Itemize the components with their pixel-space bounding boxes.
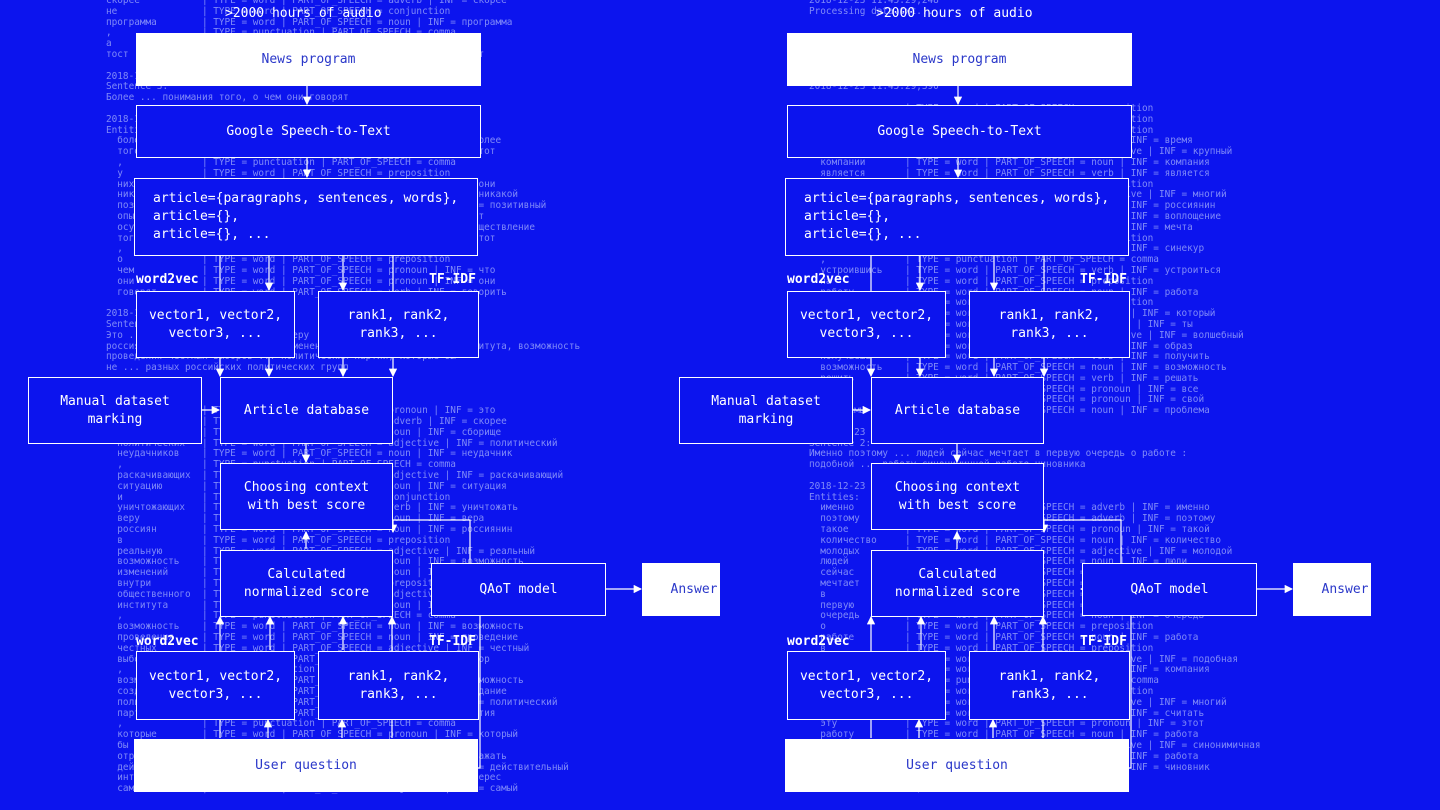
answer-box: Answer xyxy=(1293,563,1371,616)
diagram-panel-left: скорее | TYPE = word | PART_OF_SPEECH = … xyxy=(28,0,720,794)
manual-dataset-marking-box: Manual dataset marking xyxy=(679,377,853,444)
tfidf-ranks-box-bottom: rank1, rank2, rank3, ... xyxy=(969,651,1130,720)
audio-hours-header: >2000 hours of audio xyxy=(876,6,1033,21)
article-structure-box: article={paragraphs, sentences, words}, … xyxy=(785,178,1129,256)
word2vec-label-top: word2vec xyxy=(136,272,199,287)
news-program-box: News program xyxy=(136,33,481,86)
tfidf-label-bottom: TF-IDF xyxy=(429,634,476,649)
word2vec-vectors-box-bottom: vector1, vector2, vector3, ... xyxy=(136,651,295,720)
tfidf-label-bottom: TF-IDF xyxy=(1080,634,1127,649)
audio-hours-header: >2000 hours of audio xyxy=(225,6,382,21)
calculated-score-box: Calculated normalized score xyxy=(871,550,1044,617)
speech-to-text-box: Google Speech-to-Text xyxy=(787,105,1132,158)
word2vec-label-bottom: word2vec xyxy=(136,634,199,649)
tfidf-ranks-box-top: rank1, rank2, rank3, ... xyxy=(969,291,1130,358)
user-question-box: User question xyxy=(134,739,478,792)
calculated-score-box: Calculated normalized score xyxy=(220,550,393,617)
article-database-box: Article database xyxy=(871,377,1044,444)
choosing-context-box: Choosing context with best score xyxy=(871,463,1044,530)
word2vec-label-top: word2vec xyxy=(787,272,850,287)
choosing-context-box: Choosing context with best score xyxy=(220,463,393,530)
word2vec-label-bottom: word2vec xyxy=(787,634,850,649)
answer-box: Answer xyxy=(642,563,720,616)
speech-to-text-box: Google Speech-to-Text xyxy=(136,105,481,158)
diagram-panel-right: 2018-12-23 11:45:29,248 Processing data.… xyxy=(651,0,1371,810)
qaot-model-box: QAoT model xyxy=(431,563,606,616)
article-structure-box: article={paragraphs, sentences, words}, … xyxy=(134,178,478,256)
word2vec-vectors-box-top: vector1, vector2, vector3, ... xyxy=(787,291,946,358)
qaot-model-box: QAoT model xyxy=(1082,563,1257,616)
tfidf-label-top: TF-IDF xyxy=(1080,272,1127,287)
tfidf-label-top: TF-IDF xyxy=(429,272,476,287)
tfidf-ranks-box-top: rank1, rank2, rank3, ... xyxy=(318,291,479,358)
word2vec-vectors-box-top: vector1, vector2, vector3, ... xyxy=(136,291,295,358)
word2vec-vectors-box-bottom: vector1, vector2, vector3, ... xyxy=(787,651,946,720)
manual-dataset-marking-box: Manual dataset marking xyxy=(28,377,202,444)
article-database-box: Article database xyxy=(220,377,393,444)
news-program-box: News program xyxy=(787,33,1132,86)
user-question-box: User question xyxy=(785,739,1129,792)
tfidf-ranks-box-bottom: rank1, rank2, rank3, ... xyxy=(318,651,479,720)
